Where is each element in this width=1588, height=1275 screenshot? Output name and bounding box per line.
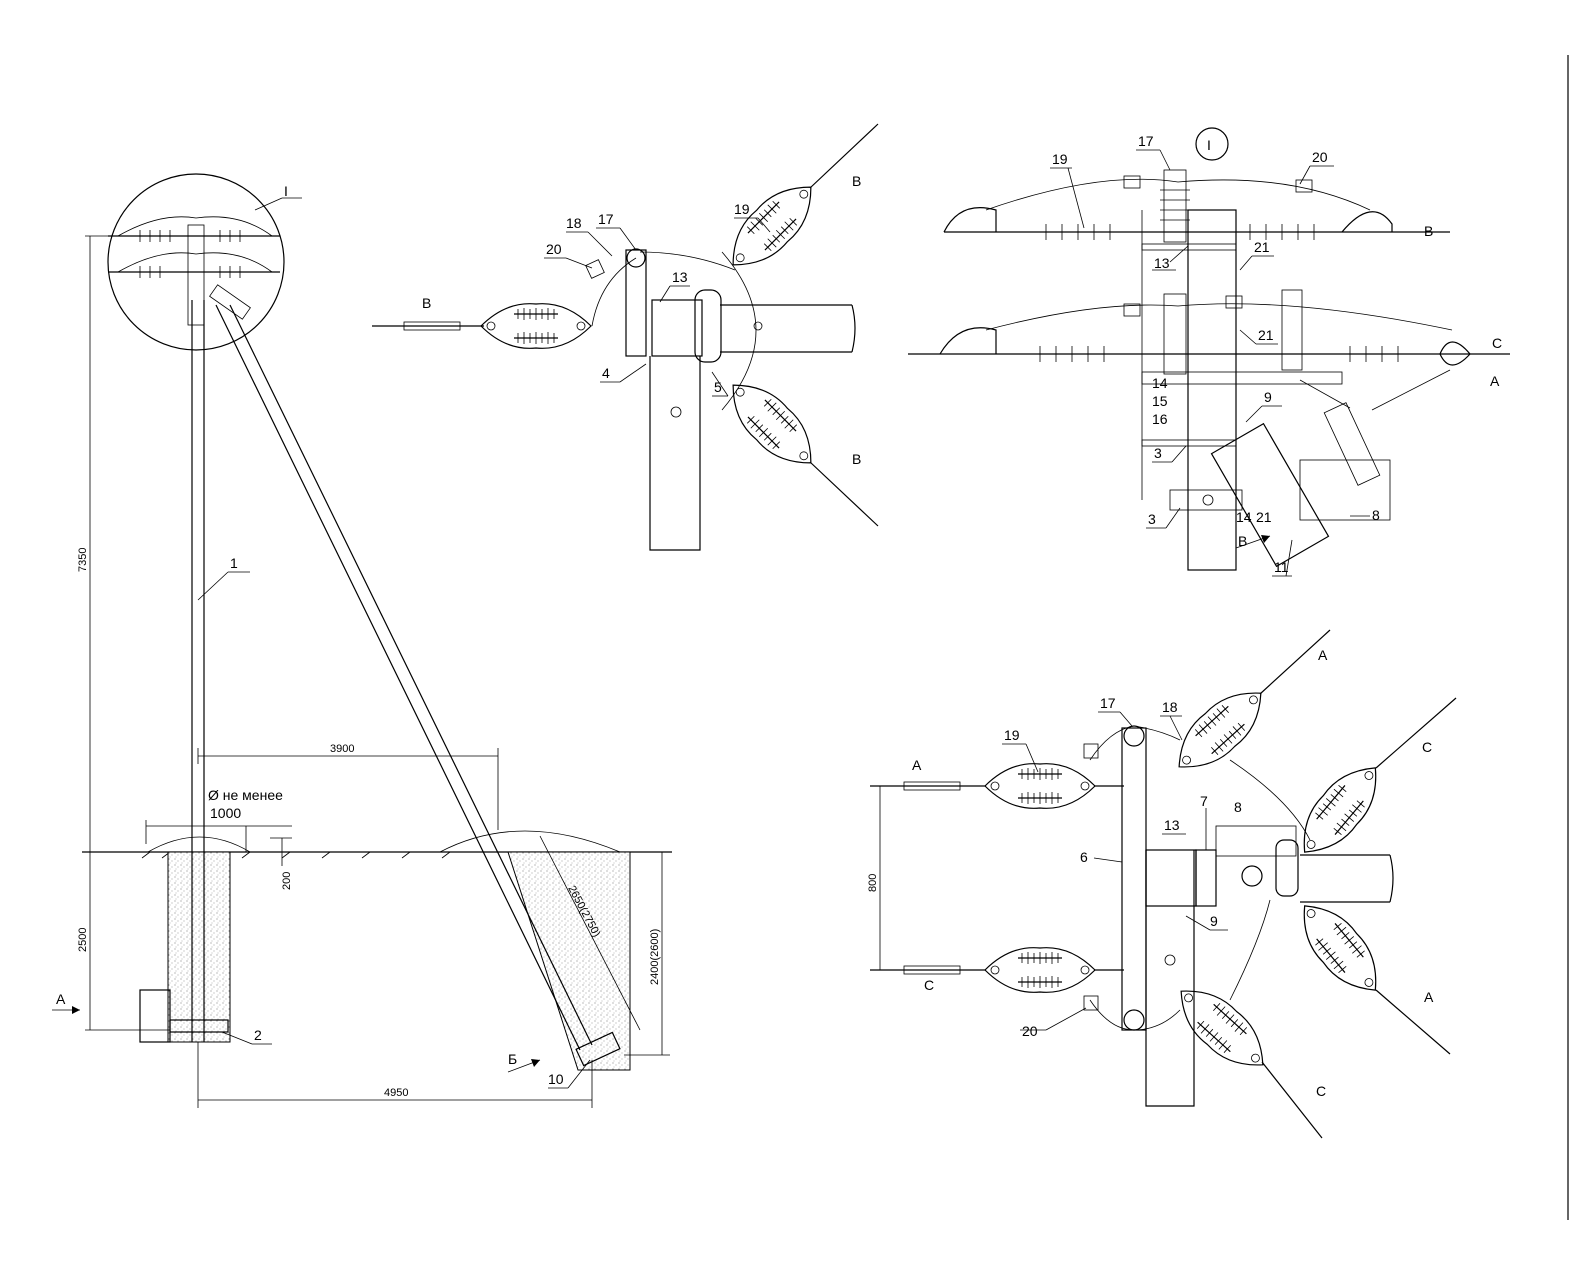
callout-10: 10 bbox=[548, 1071, 564, 1087]
plan-b-callout-4: 4 bbox=[602, 365, 610, 381]
plan-b-crossarm bbox=[720, 304, 856, 353]
plan-b-callout-19: 19 bbox=[734, 201, 750, 217]
plan-b-pole bbox=[625, 249, 647, 357]
anchor-pit bbox=[507, 851, 631, 1071]
plan-b-bracket bbox=[651, 299, 703, 357]
plan-b-phase-lower: В bbox=[852, 451, 861, 467]
plan-view-b: В В В 17 18 20 13 19 4 5 bbox=[372, 123, 879, 551]
plan-ac-callout-6: 6 bbox=[1080, 849, 1088, 865]
detail-callout-21a: 21 bbox=[1254, 239, 1270, 255]
plan-ac-phase-a-left: А bbox=[912, 757, 922, 773]
detail-i-marker-label: I bbox=[1207, 137, 1211, 153]
plan-b-callout-20: 20 bbox=[546, 241, 562, 257]
plan-ac-string-c bbox=[985, 948, 1095, 993]
detail-callout-16: 16 bbox=[1152, 411, 1168, 427]
detail-mark-label: I bbox=[284, 183, 288, 199]
plan-ac-callout-13: 13 bbox=[1164, 817, 1180, 833]
detail-callout-8: 8 bbox=[1372, 507, 1380, 523]
detail-phase-c: С bbox=[1492, 335, 1502, 351]
plan-ac-phase-c-upper: С bbox=[1422, 739, 1432, 755]
detail-callout-14: 14 bbox=[1152, 375, 1168, 391]
detail-circle-i bbox=[107, 173, 285, 351]
plan-b-callout-13: 13 bbox=[672, 269, 688, 285]
detail-i-marker bbox=[1195, 127, 1229, 161]
detail-callout-15: 15 bbox=[1152, 393, 1168, 409]
plan-ac-string-c-lower bbox=[1166, 975, 1278, 1082]
detail-callout-3a: 3 bbox=[1154, 445, 1162, 461]
plan-ac-callout-20: 20 bbox=[1022, 1023, 1038, 1039]
plan-b-callout-18: 18 bbox=[566, 215, 582, 231]
plan-ac-callout-7: 7 bbox=[1200, 793, 1208, 809]
plan-ac-callout-18: 18 bbox=[1162, 699, 1178, 715]
detail-arrow-b: В bbox=[1238, 533, 1247, 549]
detail-callout-14b: 14 bbox=[1236, 509, 1252, 525]
detail-phase-b: В bbox=[1424, 223, 1433, 239]
diameter-note: Ø не менее bbox=[208, 787, 283, 803]
diameter-value: 1000 bbox=[210, 805, 241, 821]
detail-callout-13: 13 bbox=[1154, 255, 1170, 271]
detail-phase-a: А bbox=[1490, 373, 1500, 389]
detail-callout-11: 11 bbox=[1274, 559, 1289, 575]
plan-ac-post bbox=[1145, 850, 1195, 1107]
detail-callout-19: 19 bbox=[1052, 151, 1068, 167]
pole-pit bbox=[167, 851, 231, 1043]
plan-ac-phase-a-lower: А bbox=[1424, 989, 1434, 1005]
plan-ac-string-a-lower bbox=[1288, 892, 1393, 1005]
detail-pole bbox=[1187, 209, 1237, 571]
callout-2: 2 bbox=[254, 1027, 262, 1043]
detail-callout-21c: 21 bbox=[1256, 509, 1272, 525]
plan-b-post bbox=[649, 356, 701, 551]
plan-b-string-left bbox=[481, 304, 591, 349]
detail-callout-21b: 21 bbox=[1258, 327, 1274, 343]
detail-callout-9: 9 bbox=[1264, 389, 1272, 405]
detail-i-view: I bbox=[908, 127, 1510, 577]
dim-depth-left: 2500 bbox=[77, 928, 89, 952]
plan-ac-callout-9: 9 bbox=[1210, 913, 1218, 929]
dim-gap-200: 200 bbox=[281, 872, 293, 890]
plan-ac-phase-c-left: С bbox=[924, 977, 934, 993]
view-arrow-a: А bbox=[56, 991, 66, 1007]
base-plate bbox=[139, 989, 171, 1043]
plan-b-phase-upper: В bbox=[852, 173, 861, 189]
plan-ac-phase-c-lower: С bbox=[1316, 1083, 1326, 1099]
plan-ac-string-c-upper bbox=[1288, 754, 1393, 867]
plan-ac-callout-19: 19 bbox=[1004, 727, 1020, 743]
plan-ac-pole bbox=[1121, 727, 1147, 1031]
plan-ac-crossarm bbox=[1300, 854, 1394, 903]
dim-phase-spacing: 800 bbox=[867, 874, 879, 892]
callout-1: 1 bbox=[230, 555, 238, 571]
anchor-plate bbox=[575, 1031, 621, 1067]
plan-ac-callout-17: 17 bbox=[1100, 695, 1116, 711]
plan-b-callout-17: 17 bbox=[598, 211, 614, 227]
plan-ac-phase-a-upper: А bbox=[1318, 647, 1328, 663]
plan-b-callout-5: 5 bbox=[714, 379, 722, 395]
elevation-view: I 1 2 10 7350 2500 А 3900 Ø не менее 100… bbox=[52, 173, 672, 1108]
detail-brace bbox=[1210, 422, 1330, 568]
dim-pit-depth: 2400(2600) bbox=[649, 929, 661, 985]
dim-pole-height: 7350 bbox=[77, 548, 89, 572]
detail-callout-17: 17 bbox=[1138, 133, 1154, 149]
plan-view-ac: 800 А С А С А С 17 18 19 13 7 8 6 9 20 bbox=[867, 629, 1457, 1139]
view-arrow-b: Б bbox=[508, 1051, 517, 1067]
plan-ac-string-a bbox=[985, 764, 1095, 809]
plan-ac-string-a-upper bbox=[1164, 677, 1276, 784]
plan-ac-callout-8: 8 bbox=[1234, 799, 1242, 815]
plan-b-phase-left: В bbox=[422, 295, 431, 311]
dim-brace-offset: 3900 bbox=[330, 743, 354, 755]
dim-base-span: 4950 bbox=[384, 1087, 408, 1099]
brace bbox=[215, 304, 581, 1051]
detail-callout-20: 20 bbox=[1312, 149, 1328, 165]
detail-callout-3b: 3 bbox=[1148, 511, 1156, 527]
